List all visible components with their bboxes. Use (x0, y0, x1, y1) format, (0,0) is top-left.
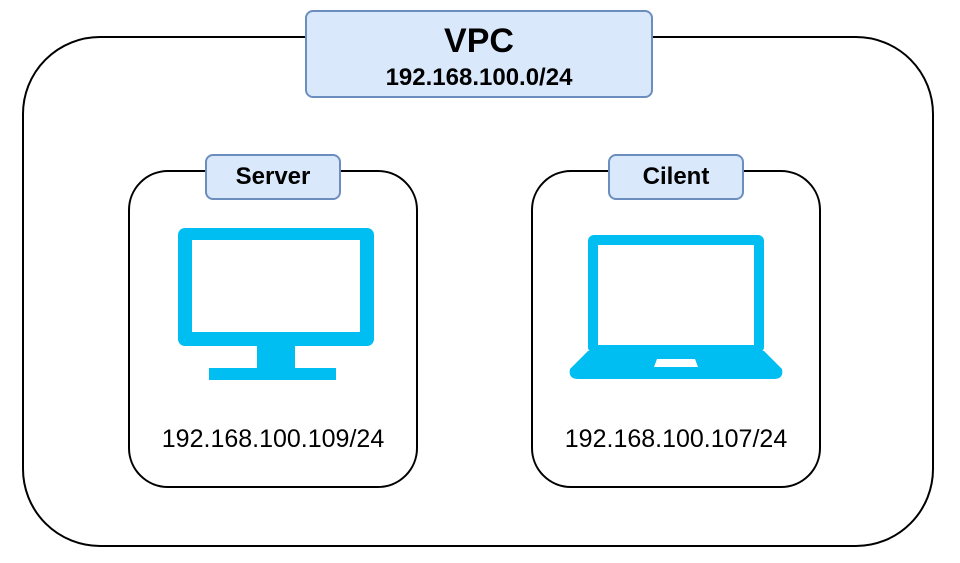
vpc-cidr: 192.168.100.0/24 (385, 64, 573, 91)
server-ip: 192.168.100.109/24 (161, 425, 385, 453)
vpc-label: VPC 192.168.100.0/24 (305, 10, 653, 98)
client-ip: 192.168.100.107/24 (564, 425, 788, 453)
vpc-title: VPC (444, 22, 514, 60)
client-label: Cilent (608, 154, 744, 200)
server-label: Server (205, 154, 341, 200)
laptop-icon (569, 235, 783, 379)
monitor-icon (178, 228, 374, 380)
